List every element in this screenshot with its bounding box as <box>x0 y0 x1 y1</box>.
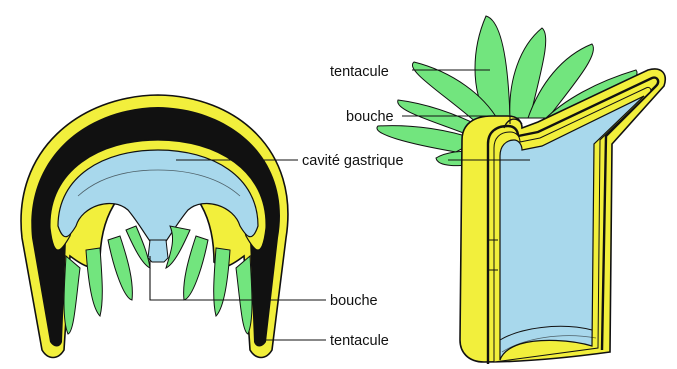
label-medusa-tentacle: tentacule <box>330 333 389 349</box>
medusa-mouth-shape <box>148 240 168 262</box>
medusa-tentacle <box>86 248 102 316</box>
medusa-tentacle <box>214 248 230 316</box>
label-polyp-tentacle: tentacule <box>330 64 389 80</box>
medusa-tentacle <box>64 256 80 334</box>
medusa-tentacle <box>236 256 252 334</box>
label-medusa-mouth: bouche <box>330 293 378 309</box>
medusa-tentacle <box>184 236 208 300</box>
label-gastric-cavity: cavité gastrique <box>302 153 404 169</box>
label-polyp-mouth: bouche <box>346 109 394 125</box>
polyp-figure <box>377 16 665 364</box>
medusa-tentacle <box>108 236 132 300</box>
medusa-figure <box>21 95 288 358</box>
